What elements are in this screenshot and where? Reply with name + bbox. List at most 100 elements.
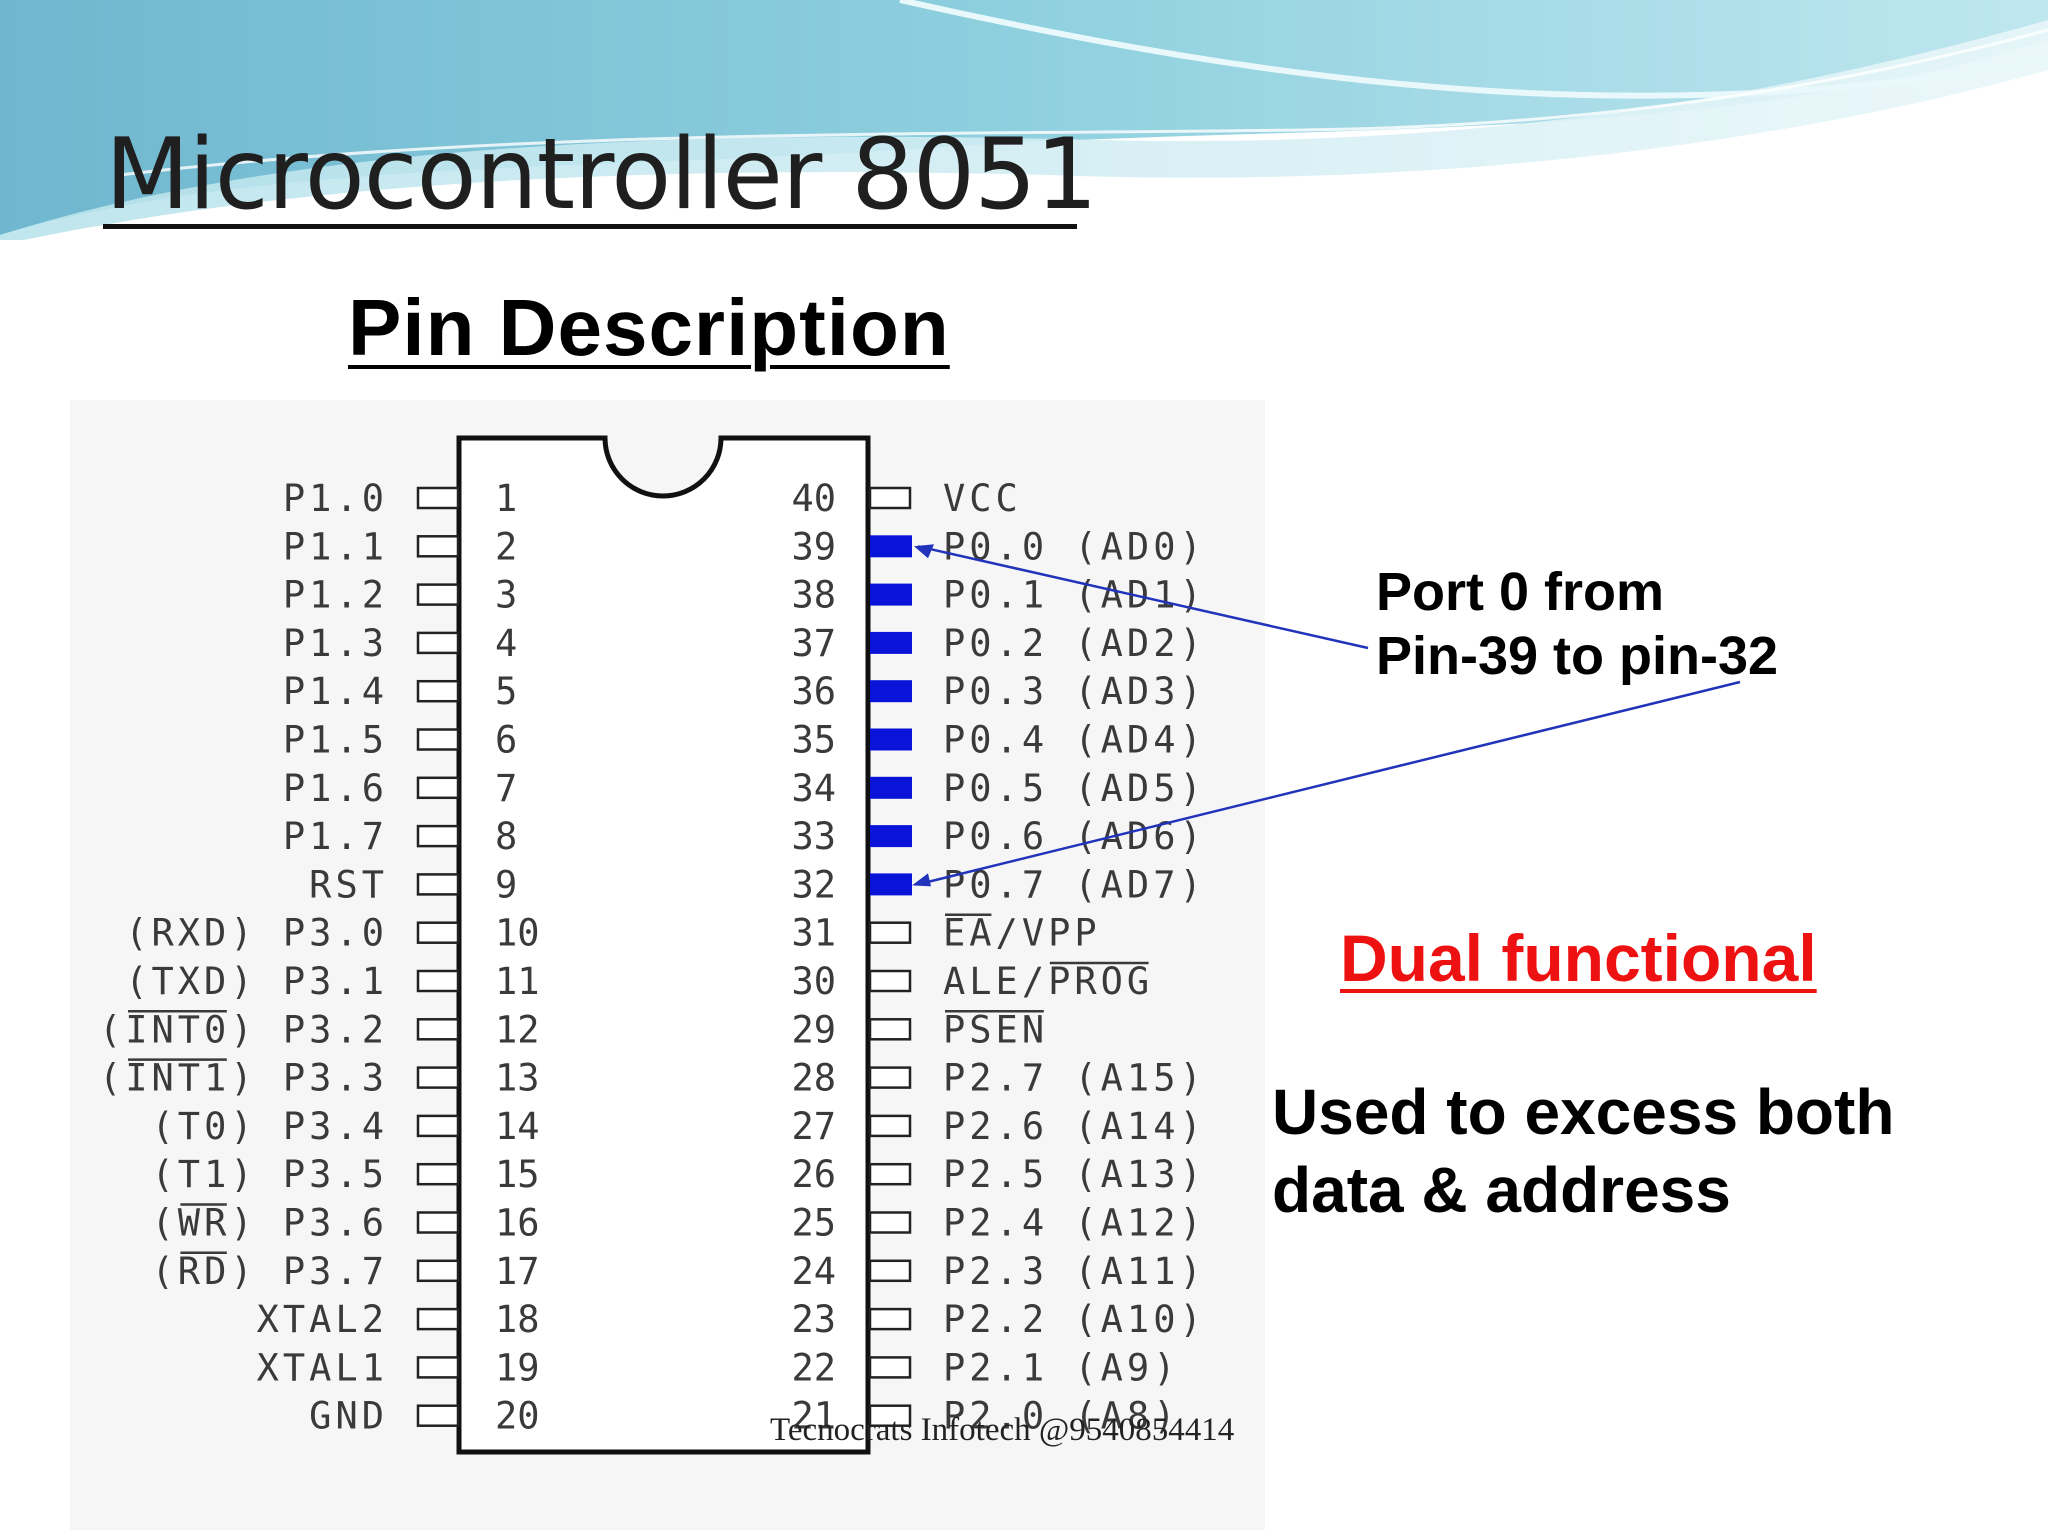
pin-right-29	[868, 1018, 912, 1041]
footer-credit: Tecnocrats Infotech @9540854414	[770, 1412, 1235, 1448]
usage-description: Used to excess both data & address	[1272, 1073, 1894, 1229]
pin-number-left-9: 9	[495, 863, 517, 906]
pin-right-24	[868, 1259, 912, 1283]
pin-label-left-14: (T0) P3.4	[152, 1105, 388, 1148]
pin-number-right-31: 31	[791, 912, 836, 955]
pin-label-left-18: XTAL2	[257, 1298, 388, 1341]
pin-number-right-33: 33	[791, 815, 836, 858]
pin-number-left-10: 10	[495, 912, 540, 955]
pin-number-right-34: 34	[791, 767, 836, 810]
pin-right-30	[868, 969, 912, 993]
pin-label-left-10: (RXD) P3.0	[125, 912, 388, 955]
pin-left-14	[416, 1114, 460, 1138]
pin-label-right-36: P0.3 (AD3)	[943, 670, 1206, 713]
dual-functional-label: Dual functional	[1340, 921, 1817, 995]
pin-number-left-18: 18	[495, 1298, 540, 1341]
pin-left-1	[416, 486, 460, 510]
pin-number-right-35: 35	[791, 719, 836, 762]
title-underline	[103, 224, 1077, 229]
pin-label-left-1: P1.0	[283, 477, 388, 520]
pin-right-38	[870, 583, 912, 606]
pin-left-13	[416, 1066, 460, 1089]
pin-right-26	[868, 1162, 912, 1186]
pin-number-left-4: 4	[495, 622, 517, 665]
pin-number-right-25: 25	[791, 1202, 836, 1245]
pin-label-right-27: P2.6 (A14)	[943, 1105, 1206, 1148]
pin-right-33	[870, 825, 912, 848]
pin-left-20	[416, 1404, 460, 1427]
pin-number-left-3: 3	[495, 574, 517, 617]
pin-label-right-40: VCC	[943, 477, 1022, 520]
pin-number-right-21: 21	[791, 1395, 836, 1438]
pin-number-left-12: 12	[495, 1008, 540, 1051]
pin-left-15	[416, 1162, 460, 1186]
pin-right-40	[868, 486, 912, 510]
pin-number-right-38: 38	[791, 574, 836, 617]
pin-label-left-4: P1.3	[283, 622, 388, 665]
pin-label-left-13: (INT1) P3.3	[99, 1057, 388, 1100]
pin-number-left-1: 1	[495, 477, 517, 520]
pin-label-right-34: P0.5 (AD5)	[943, 767, 1206, 810]
pin-number-right-24: 24	[791, 1250, 836, 1293]
pin-number-left-19: 19	[495, 1346, 540, 1389]
pin-label-left-11: (TXD) P3.1	[125, 960, 388, 1003]
arrowhead-pin-32	[912, 873, 931, 887]
pin-label-left-8: P1.7	[283, 815, 388, 858]
pin-right-34	[870, 776, 912, 799]
pin-label-right-30: ALE/PROG	[943, 960, 1153, 1003]
pin-left-9	[416, 873, 460, 896]
pin-number-left-13: 13	[495, 1057, 540, 1100]
pin-number-right-22: 22	[791, 1346, 836, 1389]
pin-right-28	[868, 1066, 912, 1089]
pin-label-right-32: P0.7 (AD7)	[943, 863, 1206, 906]
pin-left-11	[416, 969, 460, 993]
pin-number-left-2: 2	[495, 525, 517, 568]
pin-label-right-25: P2.4 (A12)	[943, 1202, 1206, 1245]
pin-number-right-36: 36	[791, 670, 836, 713]
pin-right-32	[870, 873, 912, 896]
pin-number-left-17: 17	[495, 1250, 540, 1293]
pin-right-36	[870, 680, 912, 703]
pin-label-left-2: P1.1	[283, 525, 388, 568]
pin-number-left-20: 20	[495, 1395, 540, 1438]
pin-label-right-33: P0.6 (AD6)	[943, 815, 1206, 858]
pin-label-right-24: P2.3 (A11)	[943, 1250, 1206, 1293]
pin-right-25	[868, 1211, 912, 1234]
section-heading: Pin Description	[348, 283, 950, 372]
pin-right-21	[868, 1404, 912, 1427]
pin-left-17	[416, 1259, 460, 1283]
port0-callout-line2: Pin-39 to pin-32	[1376, 626, 1779, 686]
pin-label-left-6: P1.5	[283, 719, 388, 762]
pin-right-27	[868, 1114, 912, 1138]
pin-number-right-39: 39	[791, 525, 836, 568]
pin-label-right-31: EA/VPP	[943, 912, 1101, 955]
pin-right-31	[868, 921, 912, 944]
pin-left-5	[416, 679, 460, 703]
pin-label-right-28: P2.7 (A15)	[943, 1057, 1206, 1100]
pin-label-left-15: (T1) P3.5	[152, 1153, 388, 1196]
pin-label-left-19: XTAL1	[257, 1346, 388, 1389]
pin-label-right-23: P2.2 (A10)	[943, 1298, 1206, 1341]
pin-number-right-40: 40	[791, 477, 836, 520]
pin-label-right-38: P0.1 (AD1)	[943, 574, 1206, 617]
pin-number-left-5: 5	[495, 670, 517, 713]
pin-left-4	[416, 631, 460, 655]
pin-number-right-30: 30	[791, 960, 836, 1003]
pin-right-37	[870, 631, 912, 654]
pin-right-23	[868, 1307, 912, 1331]
arrow-to-pin-39	[917, 545, 1369, 650]
pin-label-left-20: GND	[309, 1395, 388, 1438]
pin-left-6	[416, 728, 460, 751]
pin-left-16	[416, 1211, 460, 1234]
port0-callout-line1: Port 0 from	[1376, 562, 1665, 622]
pin-left-18	[416, 1307, 460, 1331]
pin-left-10	[416, 921, 460, 944]
usage-line2: data & address	[1272, 1154, 1731, 1226]
pin-left-8	[416, 824, 460, 848]
pin-left-12	[416, 1018, 460, 1041]
pin-label-right-22: P2.1 (A9)	[943, 1346, 1179, 1389]
pin-number-right-32: 32	[791, 863, 836, 906]
pin-number-left-16: 16	[495, 1202, 540, 1245]
pin-number-left-7: 7	[495, 767, 517, 810]
